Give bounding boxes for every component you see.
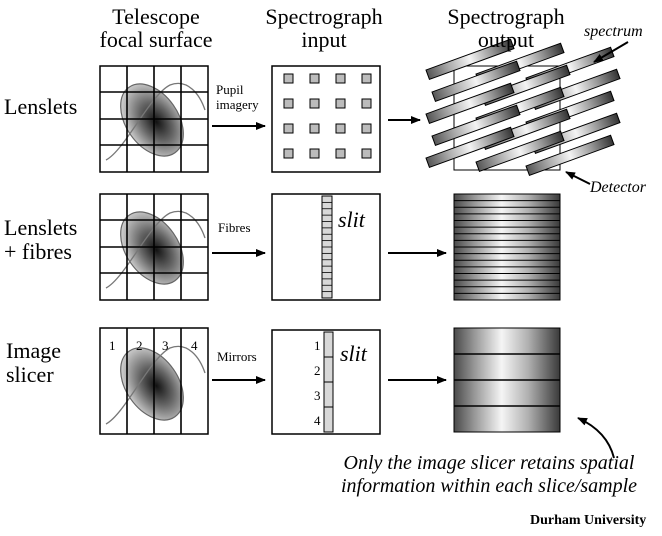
pupil-image-3-0 (283, 148, 294, 159)
row-label-lenslets: Lenslets (4, 95, 77, 119)
focal-slice-number-2: 2 (136, 338, 143, 353)
spectrum-strip-bar (425, 126, 515, 169)
header-col1-line1: Telescope (112, 4, 200, 29)
note-line1: Only the image slicer retains spatial (343, 452, 635, 474)
pupil-image-0-2 (335, 73, 346, 84)
credit-durham-university: Durham University (530, 513, 647, 528)
slit-slice-number-2: 2 (314, 363, 321, 378)
spectrum-strip-4-0 (425, 126, 515, 169)
arrow-label-pupil-imagery: Pupil imagery (216, 82, 259, 112)
pupil-image-1-3 (361, 98, 372, 109)
arrow-label-pupil-line1: Pupil (216, 82, 244, 97)
pupil-image-1-0 (283, 98, 294, 109)
row-label-image-slicer: Image slicer (6, 339, 61, 387)
slit-slice-number-1: 1 (314, 338, 321, 353)
callout-detector: Detector (590, 179, 646, 196)
row-label-image-slicer-line1: Image (6, 338, 61, 363)
header-telescope-focal-surface: Telescope focal surface (88, 5, 224, 51)
header-col3-line1: Spectrograph (447, 4, 565, 29)
header-spectrograph-input: Spectrograph input (254, 5, 394, 51)
slit-slice-number-3: 3 (314, 388, 321, 403)
slit-slice-number-4: 4 (314, 413, 321, 428)
detector-pointer-arrow (565, 171, 591, 185)
pupil-image-2-0 (283, 123, 294, 134)
pupil-image-1-1 (309, 98, 320, 109)
focal-slice-number-3: 3 (162, 338, 169, 353)
header-col2-line2: input (301, 27, 347, 52)
row3-spectrograph-input (271, 329, 381, 435)
spectrum-strip-2-0 (425, 82, 515, 125)
slit-label-row2: slit (338, 207, 365, 232)
pupil-image-2-2 (335, 123, 346, 134)
callout-spectrum: spectrum (584, 23, 643, 40)
spectrum-strip-4-1 (475, 130, 565, 173)
note-text: Only the image slicer retains spatial in… (316, 452, 662, 498)
arrow-label-mirrors: Mirrors (217, 349, 257, 364)
pupil-image-0-3 (361, 73, 372, 84)
header-spectrograph-output: Spectrograph output (436, 5, 576, 51)
spectrum-pointer-arrow (593, 41, 629, 63)
row-label-lenslets-fibres-line2: + fibres (4, 239, 72, 264)
row1-spectrograph-output (425, 38, 621, 177)
arrow-label-fibres: Fibres (218, 220, 251, 235)
row1-spectrograph-input (271, 65, 381, 173)
spectrum-strip-bar (525, 134, 615, 177)
spectrum-strip-bar (425, 82, 515, 125)
spectrum-strip-4-2 (525, 134, 615, 177)
spectrum-strip-bar (431, 104, 521, 147)
spectrum-strip-0-0 (425, 38, 515, 81)
row2-focal-surface (99, 193, 209, 301)
pupil-image-2-1 (309, 123, 320, 134)
spectrum-strip-bar (425, 38, 515, 81)
spectrum-strip-3-0 (431, 104, 521, 147)
row-label-lenslets-line1: Lenslets (4, 94, 78, 119)
row-label-lenslets-fibres: Lenslets + fibres (4, 216, 77, 264)
focal-slice-number-4: 4 (191, 338, 198, 353)
focal-slice-number-1: 1 (109, 338, 116, 353)
spectrum-strip-bar (475, 130, 565, 173)
pupil-image-3-2 (335, 148, 346, 159)
row1-focal-surface (99, 65, 209, 173)
note-line2: information within each slice/sample (340, 475, 638, 497)
pupil-image-0-1 (309, 73, 320, 84)
arrow-label-pupil-line2: imagery (216, 97, 259, 112)
row3-spectrograph-output (453, 327, 561, 433)
row3-focal-surface (99, 327, 209, 435)
note-pointer-arrow (577, 417, 615, 459)
pupil-image-3-1 (309, 148, 320, 159)
header-col2-line1: Spectrograph (265, 4, 383, 29)
header-col1-line2: focal surface (99, 27, 213, 52)
pupil-image-3-3 (361, 148, 372, 159)
pupil-image-0-0 (283, 73, 294, 84)
spectrum-strip-1-0 (431, 60, 521, 103)
pupil-image-1-2 (335, 98, 346, 109)
pupil-image-2-3 (361, 123, 372, 134)
row2-spectrograph-input (271, 193, 381, 301)
row-label-image-slicer-line2: slicer (6, 362, 54, 387)
spectrum-strip-bar (431, 60, 521, 103)
slit-label-row3: slit (340, 341, 367, 366)
header-col3-line2: output (477, 27, 535, 52)
row2-spectrograph-output (453, 193, 561, 301)
row-label-lenslets-fibres-line1: Lenslets (4, 215, 78, 240)
